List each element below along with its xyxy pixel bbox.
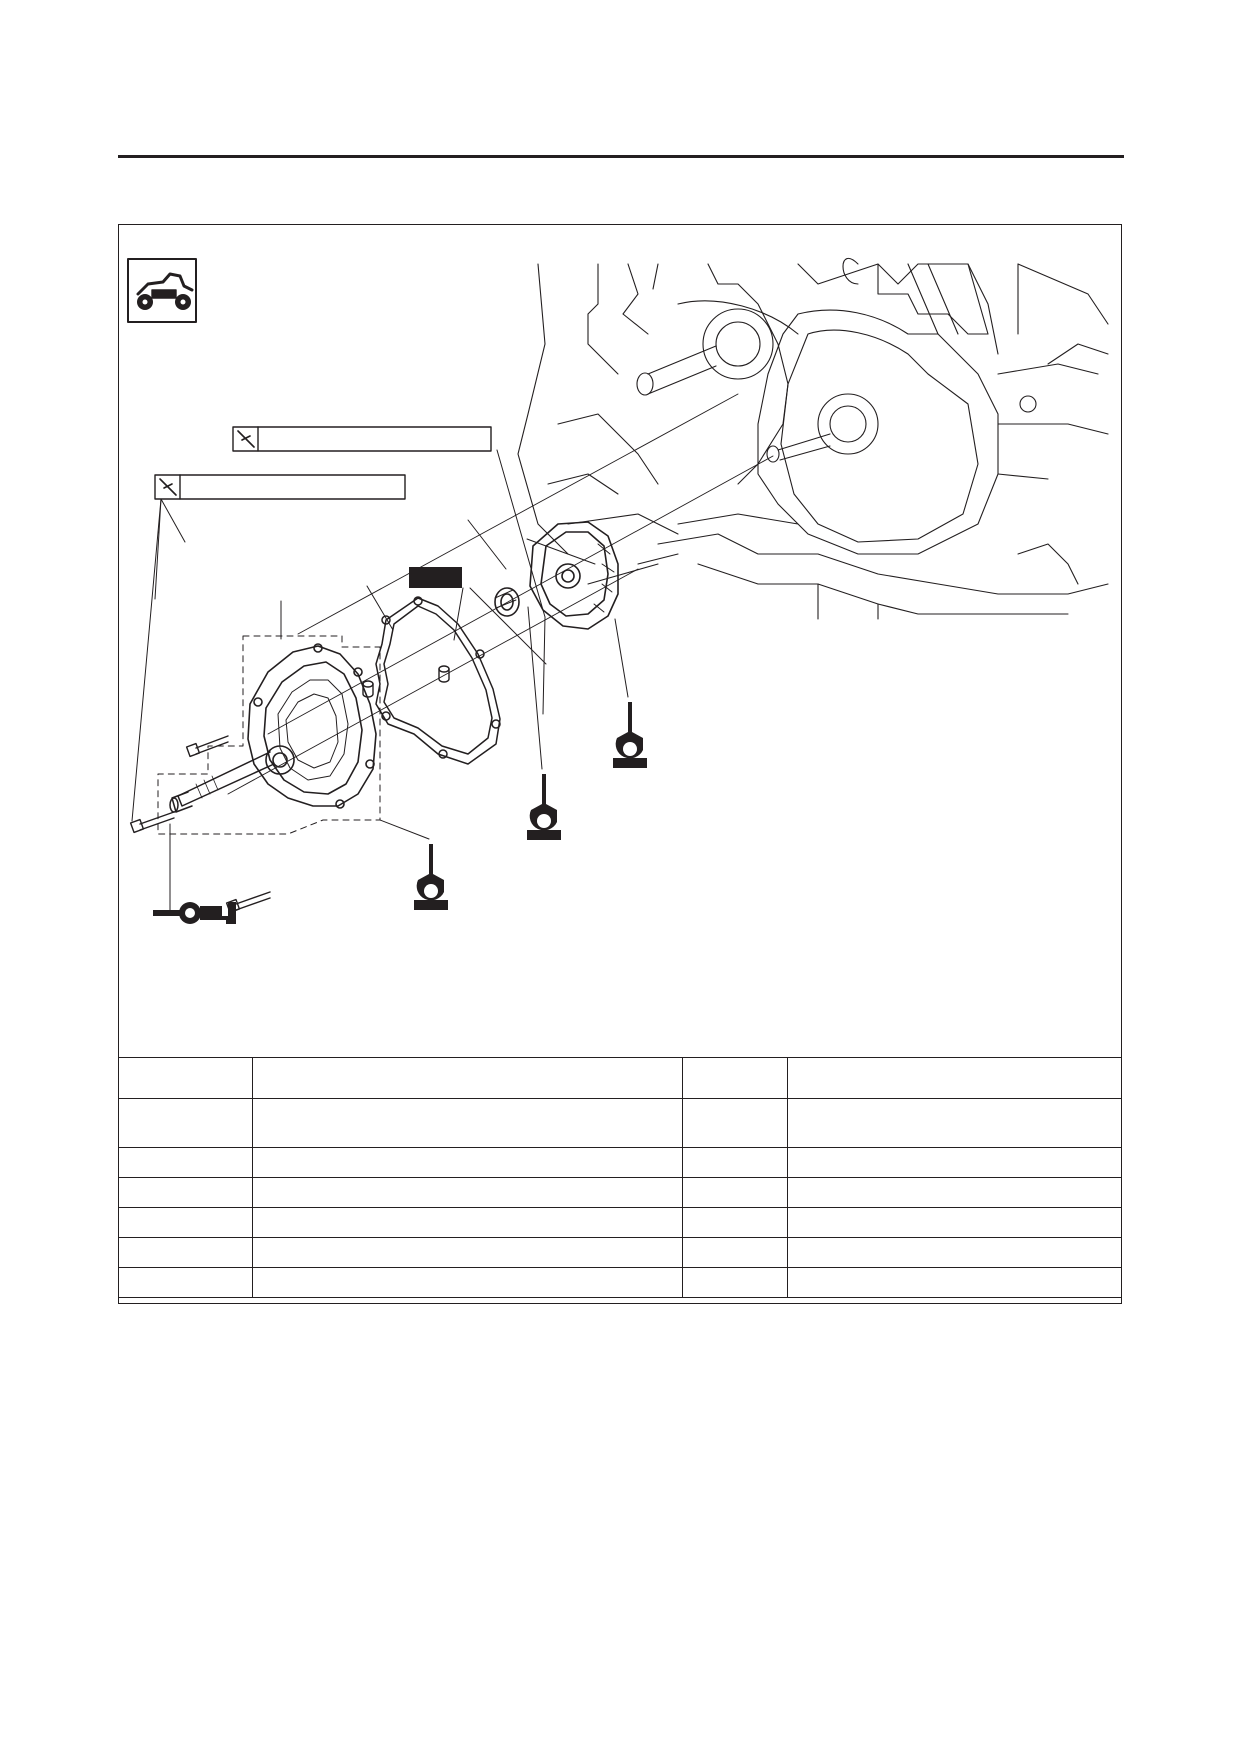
table-cell — [787, 1098, 1122, 1148]
table-cell — [252, 1177, 683, 1208]
parts-table — [118, 1057, 1122, 1298]
table-header-row — [118, 1057, 1122, 1099]
bolt — [185, 735, 229, 758]
table-cell — [118, 1177, 253, 1208]
grease-icon — [613, 702, 647, 768]
subassembly-boundary — [157, 635, 381, 835]
table-row — [118, 1237, 1122, 1268]
table-cell — [118, 1237, 253, 1268]
table-cell — [787, 1057, 1122, 1099]
leader-lines — [131, 449, 596, 822]
dowel-pin — [438, 665, 450, 683]
clutch-housing — [529, 521, 619, 630]
table-cell — [682, 1147, 788, 1178]
table-row — [118, 1267, 1122, 1298]
table-cell — [787, 1207, 1122, 1238]
table-cell — [787, 1237, 1122, 1268]
grease-icon — [527, 774, 561, 840]
table-cell — [682, 1237, 788, 1268]
torque-spec-box-lower — [154, 474, 406, 500]
table-cell — [252, 1057, 683, 1099]
table-row — [118, 1207, 1122, 1238]
table-cell — [252, 1098, 683, 1148]
table-cell — [682, 1057, 788, 1099]
table-cell — [252, 1267, 683, 1298]
header-rule — [118, 155, 1124, 158]
table-cell — [787, 1177, 1122, 1208]
table-cell — [787, 1267, 1122, 1298]
table-cell — [682, 1207, 788, 1238]
table-cell — [682, 1267, 788, 1298]
table-row — [118, 1177, 1122, 1208]
table-cell — [682, 1177, 788, 1208]
new-part-tag — [409, 567, 462, 588]
diagram-frame — [118, 224, 1122, 1304]
grease-icon — [414, 844, 448, 910]
table-cell — [252, 1207, 683, 1238]
table-row — [118, 1147, 1122, 1178]
table-cell — [682, 1098, 788, 1148]
table-cell — [787, 1147, 1122, 1178]
table-cell — [252, 1237, 683, 1268]
oil-seal — [494, 587, 520, 617]
table-cell — [118, 1207, 253, 1238]
atv-icon — [127, 258, 197, 323]
exploded-view-diagram — [127, 257, 1109, 924]
output-shaft — [169, 751, 275, 813]
bolt — [129, 811, 175, 834]
gasket — [375, 596, 501, 765]
assembly-axis-lines — [227, 393, 774, 795]
table-cell — [118, 1267, 253, 1298]
table-cell — [118, 1098, 253, 1148]
table-cell — [252, 1147, 683, 1178]
table-cell — [118, 1147, 253, 1178]
table-cell — [118, 1057, 253, 1099]
crankcase-cover — [247, 643, 377, 809]
lithium-soap-grease-icon — [153, 902, 236, 924]
engine-case-outline — [517, 257, 1109, 620]
torque-spec-box-upper — [232, 426, 492, 452]
grease-pointer-lines — [169, 606, 629, 911]
table-row — [118, 1098, 1122, 1148]
